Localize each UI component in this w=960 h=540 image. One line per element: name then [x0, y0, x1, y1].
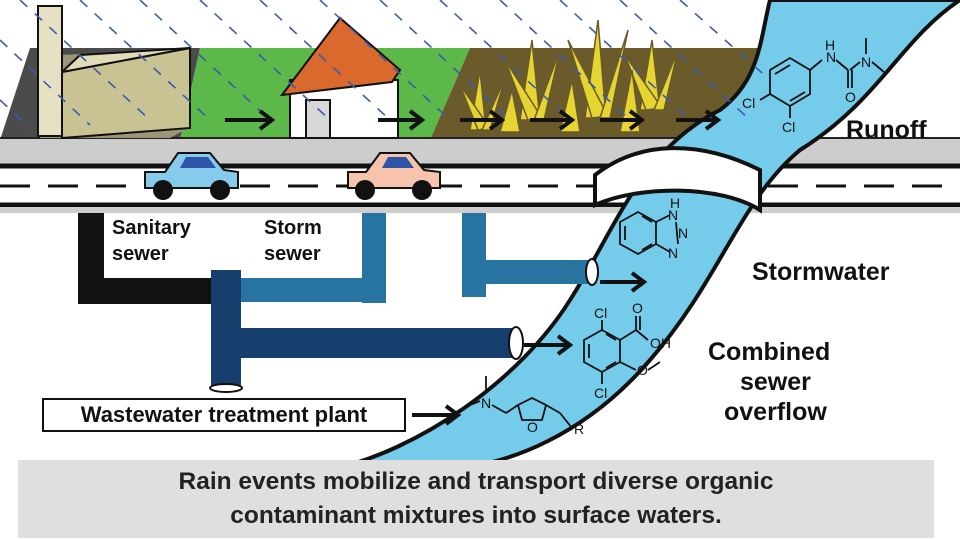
- chem-label: N: [826, 49, 836, 65]
- chem-label: N: [668, 245, 678, 261]
- chem-label: N: [678, 225, 688, 241]
- chem-label: R: [574, 421, 584, 437]
- chem-label: O: [632, 300, 643, 316]
- chem-label: OH: [650, 335, 671, 351]
- stormwater-label: Stormwater: [752, 258, 890, 286]
- storm-label-line2: sewer: [264, 243, 321, 265]
- caption-line2: contaminant mixtures into surface waters…: [230, 502, 722, 529]
- chem-label: Cl: [594, 385, 607, 401]
- chem-label: N: [668, 207, 678, 223]
- arrow-icon: [225, 109, 722, 131]
- storm-pipe: [238, 213, 599, 303]
- crop-icon: [459, 19, 679, 133]
- chem-label: N: [481, 395, 491, 411]
- car-icon: [144, 152, 239, 200]
- chem-label: O: [845, 89, 856, 105]
- combined-pipe: [209, 270, 524, 393]
- cso-label-line2: sewer: [740, 368, 811, 396]
- ranitidine-fragment-structure: [469, 376, 573, 429]
- chem-label: H: [825, 37, 835, 53]
- benzotriazole-structure: [619, 210, 679, 256]
- dicamba-structure: [583, 316, 661, 384]
- runoff-label: Runoff: [846, 116, 927, 144]
- chem-label: Cl: [782, 119, 795, 135]
- chem-label: N: [861, 54, 871, 70]
- car-icon: [347, 152, 441, 200]
- caption-line1: Rain events mobilize and transport diver…: [178, 468, 774, 495]
- sanitary-label-line2: sewer: [112, 243, 169, 265]
- sanitary-label-line1: Sanitary: [112, 217, 192, 239]
- rain: [0, 0, 771, 129]
- chem-label: H: [670, 195, 680, 211]
- bridge-icon: [593, 146, 762, 214]
- storm-label-line1: Storm: [264, 217, 322, 239]
- cso-label-line3: overflow: [724, 398, 827, 426]
- factory-icon: [37, 5, 191, 140]
- arrow-icon: [412, 271, 648, 426]
- house-icon: [279, 16, 402, 139]
- chem-label: Cl: [594, 305, 607, 321]
- diuron-structure: [759, 38, 885, 118]
- wwtp-label: Wastewater treatment plant: [42, 398, 406, 432]
- caption: Rain events mobilize and transport diver…: [18, 460, 934, 538]
- chem-label: O: [527, 419, 538, 435]
- cso-label-line1: Combined: [708, 338, 830, 366]
- chem-label: O: [637, 362, 648, 378]
- top-road: [0, 138, 960, 166]
- chem-label: Cl: [742, 95, 755, 111]
